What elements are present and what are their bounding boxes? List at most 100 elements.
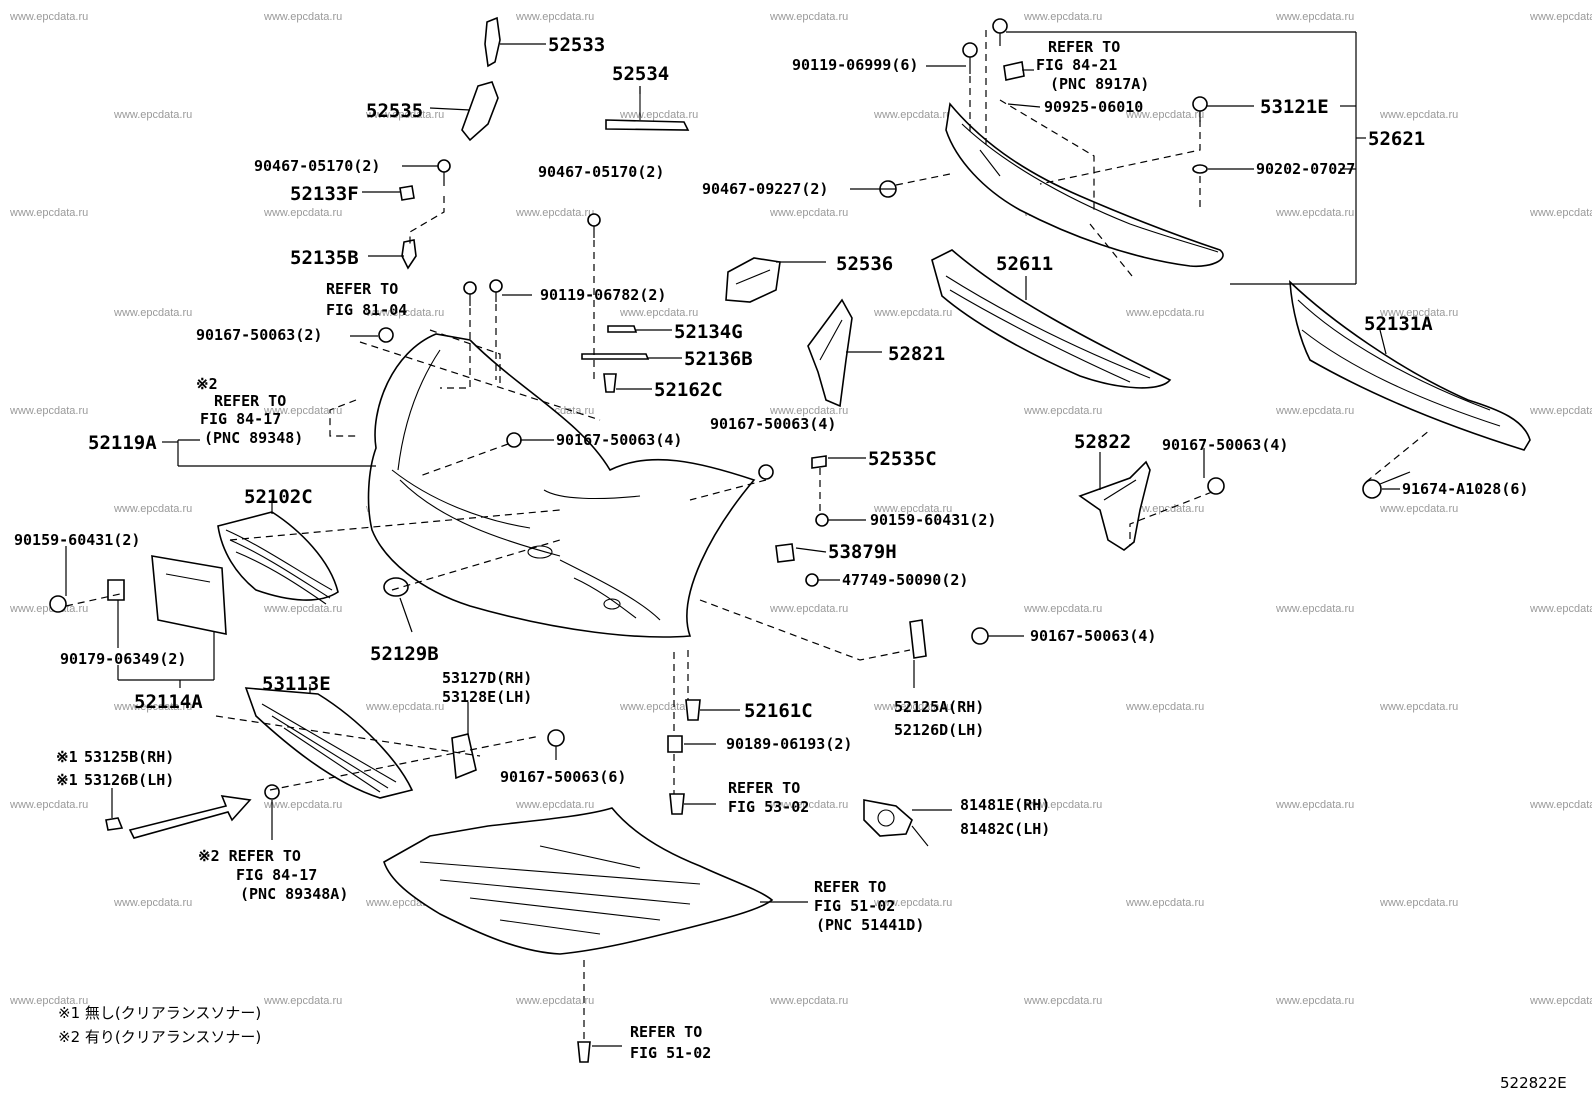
label-52535C: 52535C bbox=[868, 448, 937, 470]
ref-fig84-17a-line1: ※2 REFER TO bbox=[198, 847, 301, 865]
label-90167-50063-2: 90167-50063(2) bbox=[196, 326, 322, 344]
ref-fig53-02-line1: REFER TO bbox=[728, 779, 800, 797]
watermark-text: www.epcdata.ru bbox=[9, 603, 88, 615]
label-81481E: 81481E(RH) bbox=[960, 796, 1050, 814]
watermark-text: www.epcdata.ru bbox=[1023, 405, 1102, 417]
watermark-text: www.epcdata.ru bbox=[1529, 799, 1592, 811]
watermark-text: www.epcdata.ru bbox=[1529, 995, 1592, 1007]
label-90467-09227: 90467-09227(2) bbox=[702, 180, 828, 198]
watermark-text: www.epcdata.ru bbox=[1379, 701, 1458, 713]
watermark-text: www.epcdata.ru bbox=[769, 11, 848, 23]
label-53128E: 53128E(LH) bbox=[442, 688, 532, 706]
ref-fig84-17a-line3: (PNC 89348A) bbox=[240, 885, 348, 903]
label-52131A: 52131A bbox=[1364, 313, 1433, 335]
watermark-text: www.epcdata.ru bbox=[1529, 11, 1592, 23]
label-52136B: 52136B bbox=[684, 348, 753, 370]
ref-fig84-17-line1: ※2 bbox=[196, 375, 218, 393]
ref-fig84-21-line2: FIG 84-21 bbox=[1036, 56, 1117, 74]
watermark-text: www.epcdata.ru bbox=[113, 701, 192, 713]
label-90925-06010: 90925-06010 bbox=[1044, 98, 1143, 116]
watermark-text: www.epcdata.ru bbox=[873, 897, 952, 909]
label-91674-A1028: 91674-A1028(6) bbox=[1402, 480, 1528, 498]
watermark-text: www.epcdata.ru bbox=[769, 799, 848, 811]
watermark-text: www.epcdata.ru bbox=[1275, 799, 1354, 811]
watermark-text: www.epcdata.ru bbox=[1379, 307, 1458, 319]
label-52822: 52822 bbox=[1074, 431, 1131, 453]
watermark-text: www.epcdata.ru bbox=[9, 405, 88, 417]
watermark-text: www.epcdata.ru bbox=[263, 995, 342, 1007]
ref-fig81-04-line1: REFER TO bbox=[326, 280, 398, 298]
part-shapes bbox=[49, 16, 1531, 1063]
watermark-text: www.epcdata.ru bbox=[1379, 109, 1458, 121]
ref-fig84-17-line2: REFER TO bbox=[214, 392, 286, 410]
part-labels: 52533 52534 52535 90467-05170(2) 52133F … bbox=[14, 34, 1528, 838]
label-90467-05170-b: 90467-05170(2) bbox=[538, 163, 664, 181]
watermark-text: www.epcdata.ru bbox=[873, 307, 952, 319]
watermark-text: www.epcdata.ru bbox=[263, 207, 342, 219]
watermark-text: www.epcdata.ru bbox=[9, 799, 88, 811]
label-52535: 52535 bbox=[366, 100, 423, 122]
watermark-text: www.epcdata.ru bbox=[769, 995, 848, 1007]
label-52133F: 52133F bbox=[290, 183, 359, 205]
watermark-text: www.epcdata.ru bbox=[1023, 603, 1102, 615]
ref-fig84-17a-line2: FIG 84-17 bbox=[236, 866, 317, 884]
ref-fig51-02b-line1: REFER TO bbox=[630, 1023, 702, 1041]
watermark-text: www.epcdata.ru bbox=[9, 995, 88, 1007]
label-52536: 52536 bbox=[836, 253, 893, 275]
watermark-text: www.epcdata.ru bbox=[365, 701, 444, 713]
label-53127D: 53127D(RH) bbox=[442, 669, 532, 687]
ref-fig84-21-line1: REFER TO bbox=[1048, 38, 1120, 56]
watermark-text: www.epcdata.ru bbox=[873, 503, 952, 515]
diagram-code: 522822E bbox=[1500, 1074, 1567, 1092]
label-52611: 52611 bbox=[996, 253, 1053, 275]
watermark-text: www.epcdata.ru bbox=[263, 11, 342, 23]
watermark-text: www.epcdata.ru bbox=[1529, 207, 1592, 219]
label-52533: 52533 bbox=[548, 34, 605, 56]
watermark-text: www.epcdata.ru bbox=[113, 897, 192, 909]
watermark-text: www.epcdata.ru bbox=[1529, 603, 1592, 615]
watermark-text: www.epcdata.ru bbox=[1125, 897, 1204, 909]
footnote-2: ※2 有り(クリアランスソナー) bbox=[58, 1028, 261, 1046]
watermark-text: www.epcdata.ru bbox=[1275, 405, 1354, 417]
watermark-text: www.epcdata.ru bbox=[365, 307, 444, 319]
label-52534: 52534 bbox=[612, 63, 669, 85]
watermark-text: www.epcdata.ru bbox=[1275, 603, 1354, 615]
watermark-text: www.epcdata.ru bbox=[769, 405, 848, 417]
footnotes: ※1 無し(クリアランスソナー) ※2 有り(クリアランスソナー) 522822… bbox=[58, 1004, 1567, 1092]
label-90159-60431-a: 90159-60431(2) bbox=[14, 531, 140, 549]
watermark-text: www.epcdata.ru bbox=[619, 701, 698, 713]
label-90202-07027: 90202-07027 bbox=[1256, 160, 1355, 178]
reference-labels: REFER TO FIG 84-21 (PNC 8917A) REFER TO … bbox=[196, 38, 1149, 1062]
symbol-1a: ※1 bbox=[56, 748, 78, 766]
watermark-text: www.epcdata.ru bbox=[515, 11, 594, 23]
watermark-text: www.epcdata.ru bbox=[873, 701, 952, 713]
label-90179-06349: 90179-06349(2) bbox=[60, 650, 186, 668]
label-53121E: 53121E bbox=[1260, 96, 1329, 118]
dashed-lines bbox=[65, 30, 1431, 1040]
label-52162C: 52162C bbox=[654, 379, 723, 401]
label-52134G: 52134G bbox=[674, 321, 743, 343]
ref-fig84-17-line3: FIG 84-17 bbox=[200, 410, 281, 428]
watermark-text: www.epcdata.ru bbox=[113, 307, 192, 319]
label-53125B: 53125B(RH) bbox=[84, 748, 174, 766]
watermark-text: www.epcdata.ru bbox=[1125, 701, 1204, 713]
watermark-text: www.epcdata.ru bbox=[1275, 11, 1354, 23]
label-53879H: 53879H bbox=[828, 541, 897, 563]
watermark-text: www.epcdata.ru bbox=[1379, 897, 1458, 909]
ref-fig53-02-line2: FIG 53-02 bbox=[728, 798, 809, 816]
symbol-1b: ※1 bbox=[56, 771, 78, 789]
label-52161C: 52161C bbox=[744, 700, 813, 722]
label-47749-50090: 47749-50090(2) bbox=[842, 571, 968, 589]
label-52102C: 52102C bbox=[244, 486, 313, 508]
watermark-text: www.epcdata.ru bbox=[769, 207, 848, 219]
watermark-text: www.epcdata.ru bbox=[1125, 503, 1204, 515]
watermark-text: www.epcdata.ru bbox=[113, 503, 192, 515]
label-90167-50063-4d: 90167-50063(4) bbox=[1162, 436, 1288, 454]
label-52129B: 52129B bbox=[370, 643, 439, 665]
watermark-text: www.epcdata.ru bbox=[515, 995, 594, 1007]
ref-fig51-02a-line1: REFER TO bbox=[814, 878, 886, 896]
watermark-text: www.epcdata.ru bbox=[9, 11, 88, 23]
label-52821: 52821 bbox=[888, 343, 945, 365]
label-90167-50063-4c: 90167-50063(4) bbox=[1030, 627, 1156, 645]
